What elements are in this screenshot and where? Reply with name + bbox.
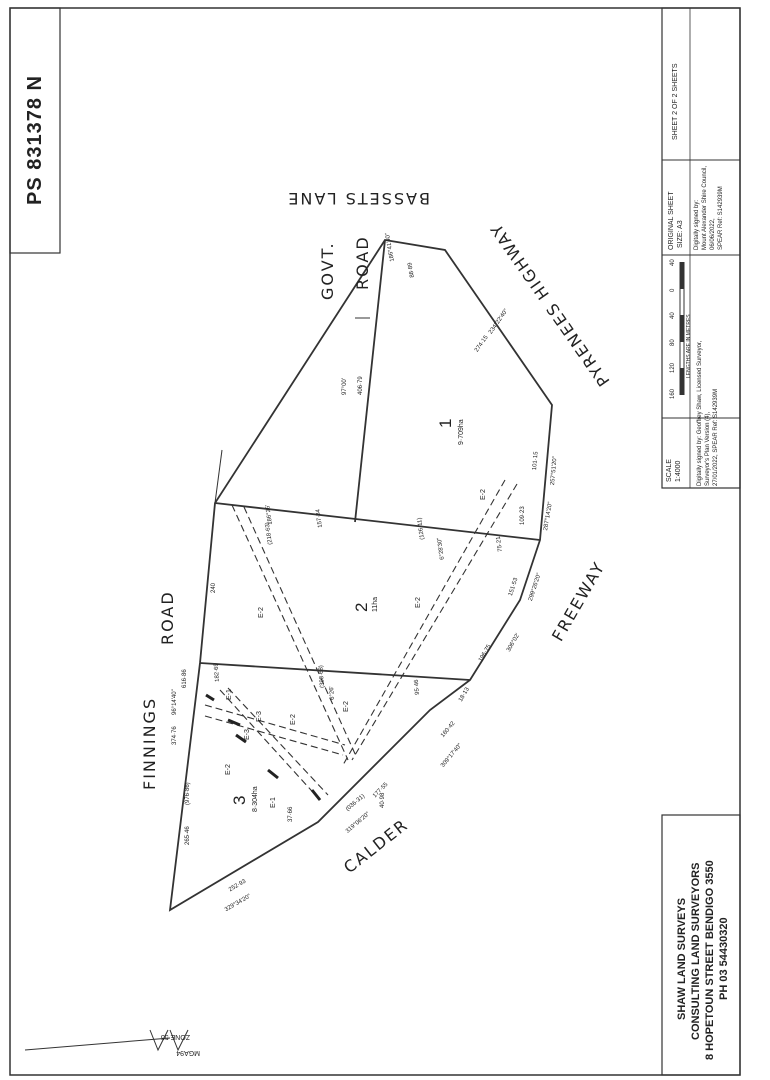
dimension: 97°00' <box>342 378 348 395</box>
road-name-govt-road: ROAD <box>353 235 372 290</box>
firm-address: 8 HOPETOUN STREET BENDIGO 3550 <box>704 860 716 1060</box>
dimension: 240 <box>211 582 217 593</box>
lot-1-west-boundary <box>354 239 386 523</box>
dimension: (976·86) <box>185 782 191 805</box>
dimension: 182·69 <box>213 662 221 682</box>
dimension: 95·46 <box>413 679 421 695</box>
dimension: 96°14'40" <box>172 689 178 715</box>
lot-2-north-boundary <box>214 502 541 541</box>
easement-label: E-2 <box>480 489 487 500</box>
title-block <box>661 7 741 489</box>
road-name-finnings: FINNINGS <box>140 696 159 790</box>
plan-number-box <box>9 7 61 254</box>
easement-label: E-1 <box>226 689 233 700</box>
original-sheet-label: ORIGINAL SHEET <box>668 191 675 250</box>
council-sign-line: SPEAR Ref: S142939M <box>718 186 724 250</box>
dimension: 374·76 <box>172 726 178 745</box>
easement-label: E-3 <box>256 711 263 722</box>
road-name-road: ROAD <box>158 590 177 645</box>
dimension: 40·98 <box>380 792 386 808</box>
dimension: 616·86 <box>182 669 188 688</box>
scale-tick: 120 <box>670 362 676 373</box>
dimension: 265·46 <box>185 826 191 845</box>
lot-2-number: 2 <box>352 602 371 612</box>
parent-title-boundary <box>168 239 553 912</box>
easement-hatching <box>205 693 322 801</box>
scale-caption: LENGTHS ARE IN METRES <box>686 314 692 378</box>
lot-2-south-boundary <box>199 662 471 681</box>
council-sign-line: Digitally signed by: <box>694 199 700 250</box>
easement-label: E-2 <box>258 607 265 618</box>
north-arrow <box>24 1029 189 1052</box>
surveyor-sign-line: 27/01/2022, SPEAR Ref: S142939M <box>713 388 719 486</box>
scale-tick: 0 <box>670 288 676 292</box>
dimension: 6°26' <box>329 686 336 700</box>
sheet-size: SIZE: A3 <box>677 220 684 248</box>
firm-line: CONSULTING LAND SURVEYORS <box>690 862 702 1040</box>
north-zone: ZONE 55 <box>160 1033 190 1040</box>
easement-label: E-1 <box>270 797 277 808</box>
lot-1-number: 1 <box>436 418 455 428</box>
lot-boundaries <box>168 239 553 912</box>
scale-tick: 160 <box>670 388 676 399</box>
scale-tick: 40 <box>670 259 676 266</box>
plan-number: PS 831378 N <box>24 75 46 205</box>
lot-3-number: 3 <box>230 795 249 805</box>
scale-value: 1:4000 <box>675 460 682 482</box>
easement-label: E-2 <box>343 701 350 712</box>
dimension: 37·66 <box>288 806 294 822</box>
firm-box <box>661 814 741 1076</box>
north-datum: MGA94 <box>176 1049 200 1056</box>
dimension: 406·79 <box>358 376 364 395</box>
scale-bar <box>679 262 685 395</box>
road-name-bassets-lane: BASSETS LANE <box>286 189 430 208</box>
easement-label: E-3 <box>244 729 251 740</box>
sheet-border <box>9 7 741 1076</box>
council-sign-line: 06/06/2022, <box>710 218 716 250</box>
easement-label: E-2 <box>290 714 297 725</box>
scale-label: SCALE <box>666 459 673 482</box>
lot-2-area: 11ha <box>372 596 379 612</box>
easement-label: E-2 <box>225 764 232 775</box>
easement-label: E-2 <box>415 597 422 608</box>
council-sign-line: Mount Alexander Shire Council, <box>702 165 708 250</box>
finnings-road-line <box>214 449 223 504</box>
scale-tick: 80 <box>670 339 676 346</box>
surveyor-sign-line: Digitally signed by: Geoffrey Shaw, Lice… <box>697 340 703 486</box>
scale-tick: 40 <box>670 312 676 319</box>
firm-phone: PH 03 54430320 <box>718 917 730 1000</box>
easement-lines <box>204 479 518 801</box>
firm-name: SHAW LAND SURVEYS <box>676 897 688 1020</box>
dimension: 109·23 <box>520 506 526 525</box>
surveyor-sign-line: Surveyor's Plan Version (4), <box>705 411 711 486</box>
lot-3-area: 8·304ha <box>252 786 259 812</box>
sheet-count: SHEET 2 OF 2 SHEETS <box>672 63 679 140</box>
road-name-govt: GOVT. <box>318 241 337 300</box>
lot-1-area: 9·709ha <box>458 419 465 445</box>
